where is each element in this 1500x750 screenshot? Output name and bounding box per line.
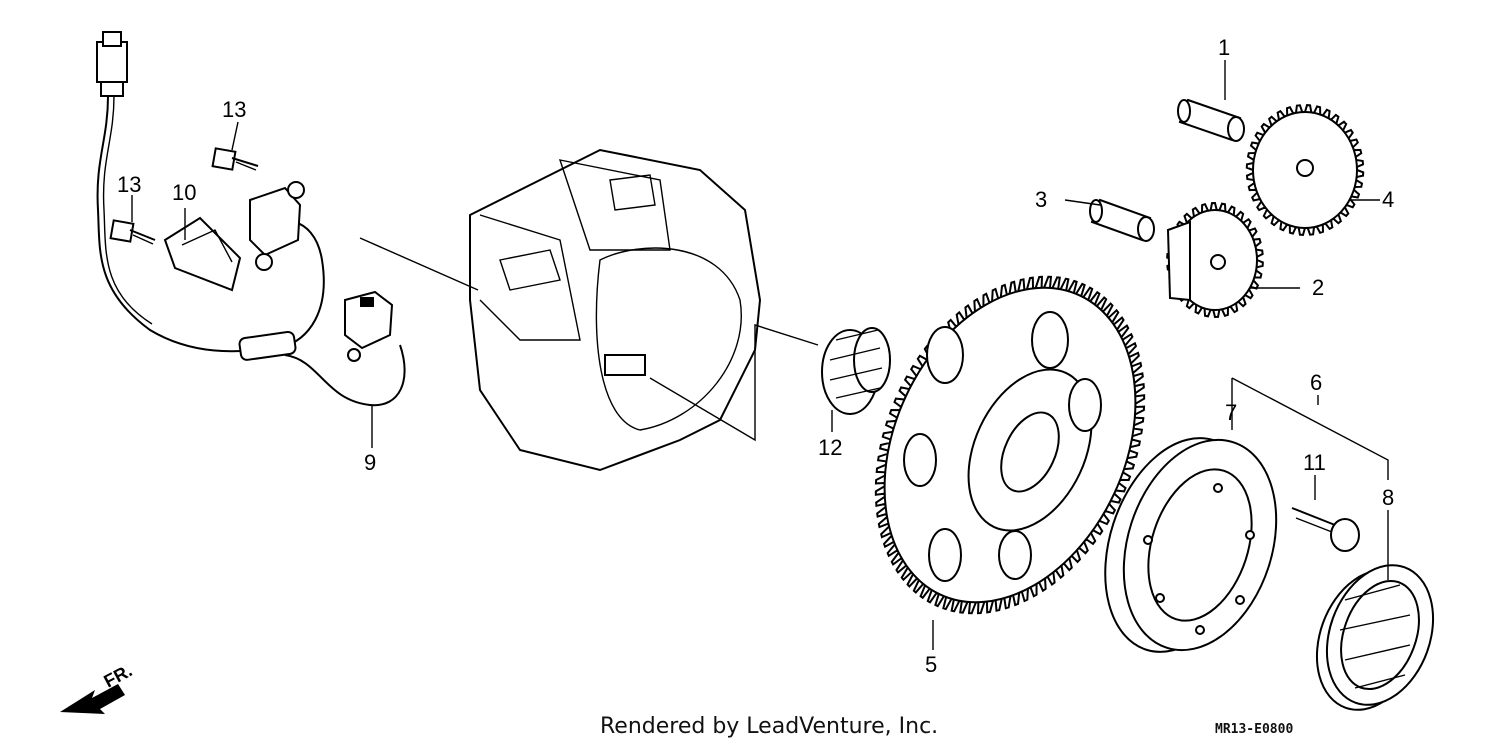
callout-4: 4 [1382, 187, 1394, 212]
gear-lightening-hole-3 [1068, 378, 1102, 432]
pulse-sensor-lower [344, 290, 394, 350]
sensor-face [360, 297, 374, 307]
harness-wire-second [102, 95, 153, 325]
harness-branch-upper [279, 221, 325, 349]
sensor-mount-hole-bottom [255, 253, 273, 271]
cylinder-rear [479, 214, 581, 341]
harness-grommet [238, 330, 297, 361]
callout-3: 3 [1035, 187, 1047, 212]
connector-latch [102, 31, 122, 47]
gear-lightening-hole-2 [1031, 311, 1069, 369]
callout-10: 10 [172, 180, 196, 205]
crankcase-outline [469, 148, 762, 472]
one-way-clutch [1315, 564, 1435, 711]
callout-12: 12 [818, 435, 842, 460]
bolt-lower [109, 219, 156, 245]
front-direction-arrow: FR. [60, 660, 135, 714]
drawing-code: MR13-E0800 [1215, 722, 1294, 737]
callout-13-lower: 13 [117, 172, 141, 197]
pulse-sensor-upper [249, 186, 302, 257]
harness-connector [96, 41, 128, 83]
leader-engine-bearing [649, 324, 819, 442]
sensor-mount-hole-top [287, 181, 305, 199]
wire-clamp [163, 216, 242, 292]
harness-wire-main [96, 95, 281, 353]
connector-boot [100, 81, 124, 97]
gear-shaft-upper [1177, 98, 1245, 142]
callout-8: 8 [1382, 485, 1394, 510]
front-marker-label: FR. [100, 660, 135, 691]
harness-branch-lower [284, 344, 406, 407]
bolt-upper [211, 147, 259, 171]
clamp-detail [181, 229, 233, 263]
starter-clutch-outer [1104, 437, 1278, 653]
front-arrow-icon [60, 684, 125, 714]
leader-harness-engine [359, 237, 479, 291]
engine-fin-a [499, 249, 561, 291]
gear-lightening-hole-5 [928, 528, 962, 582]
gear-lightening-hole-1 [926, 326, 964, 384]
gear-lightening-hole-4 [903, 433, 937, 487]
side-cover-gasket [595, 247, 742, 431]
reduction-gear-small [1166, 201, 1264, 319]
engine-crankcase [469, 148, 762, 472]
callout-9: 9 [364, 450, 376, 475]
gear-lightening-hole-6 [998, 530, 1032, 580]
gear-shaft-lower [1089, 198, 1155, 242]
callout-7: 7 [1225, 400, 1237, 425]
callout-13-upper: 13 [222, 97, 246, 122]
callout-1: 1 [1218, 35, 1230, 60]
engine-fin-b [609, 174, 656, 211]
callout-2: 2 [1312, 275, 1324, 300]
callout-5: 5 [925, 652, 937, 677]
needle-bearing [821, 327, 891, 415]
render-credit: Rendered by LeadVenture, Inc. [600, 714, 939, 739]
reduction-gear-large [1245, 104, 1365, 236]
starter-driven-gear [874, 275, 1146, 615]
callout-11: 11 [1303, 450, 1326, 475]
socket-bolt [1291, 507, 1360, 552]
leader-lines [131, 60, 1389, 650]
callout-6: 6 [1310, 370, 1322, 395]
sensor-lower-hole [347, 348, 361, 362]
crankshaft-end [604, 354, 646, 376]
driven-gear-bore [1000, 411, 1060, 493]
pulse-generator-harness [96, 31, 406, 407]
cylinder-front [558, 159, 671, 251]
